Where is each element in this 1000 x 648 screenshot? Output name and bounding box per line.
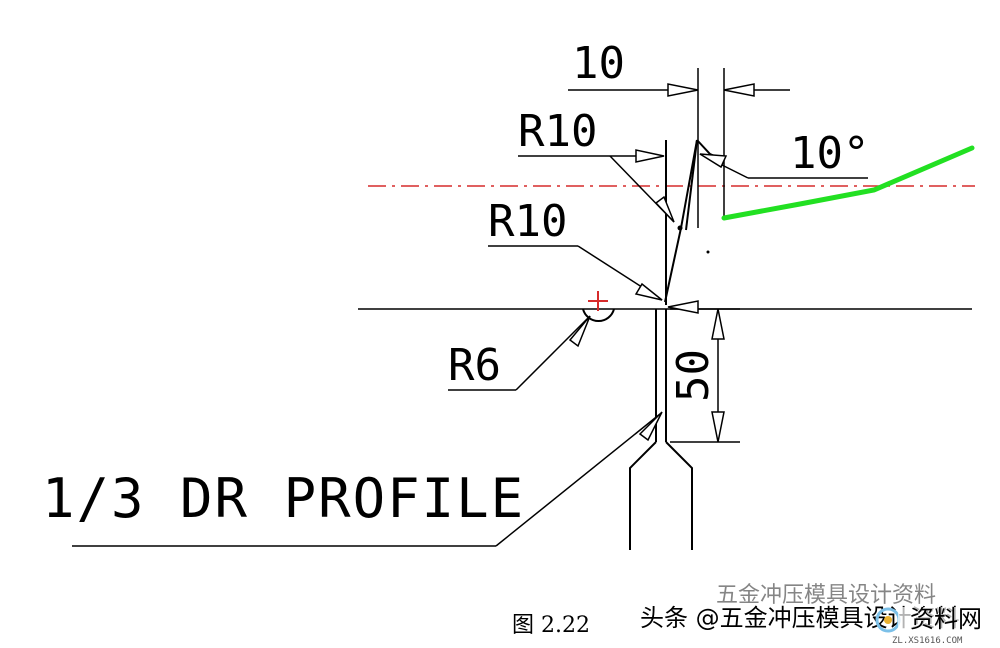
r10-upper-arrow-b <box>654 195 675 223</box>
tangent-dot-2 <box>706 250 710 254</box>
site-logo-name: 资料网 <box>910 605 982 633</box>
dim-10-arrow-left <box>667 83 699 97</box>
site-logo: 资料网 ZL.XS1616.COM <box>875 605 988 646</box>
die-profile-inner <box>685 139 698 231</box>
r6-leader <box>515 317 589 391</box>
site-logo-url: ZL.XS1616.COM <box>892 636 963 646</box>
profile-leader <box>495 413 661 547</box>
r10-lower-label: R10 <box>488 196 567 247</box>
watermark-secondary: 五金冲压模具设计资料 <box>716 583 936 608</box>
r6-arrow <box>568 315 591 348</box>
angle-arrow <box>699 153 728 169</box>
stem-left <box>629 441 657 550</box>
green-flange <box>721 145 975 221</box>
r10-upper-label: R10 <box>518 106 597 157</box>
wall-arrow <box>667 300 699 314</box>
dim-10-arrow-right <box>723 83 755 97</box>
r10-lower-arrow <box>634 282 663 301</box>
r10-upper-arrow-a <box>635 149 665 163</box>
r6-bead <box>582 308 615 322</box>
profile-label: 1/3 DR PROFILE <box>42 467 525 530</box>
dim-50-arrow-bottom <box>711 411 725 443</box>
tangent-dot <box>677 225 683 231</box>
angle-label: 10° <box>790 128 869 179</box>
dim-50-label: 50 <box>668 349 719 402</box>
dim-10-label: 10 <box>572 38 625 89</box>
die-profile <box>664 139 698 303</box>
figure-caption: 图 2.22 <box>512 613 590 638</box>
profile-arrow <box>638 411 663 442</box>
stem-right <box>665 441 693 550</box>
r6-label: R6 <box>448 340 501 391</box>
dim-50-arrow-top <box>711 308 725 340</box>
